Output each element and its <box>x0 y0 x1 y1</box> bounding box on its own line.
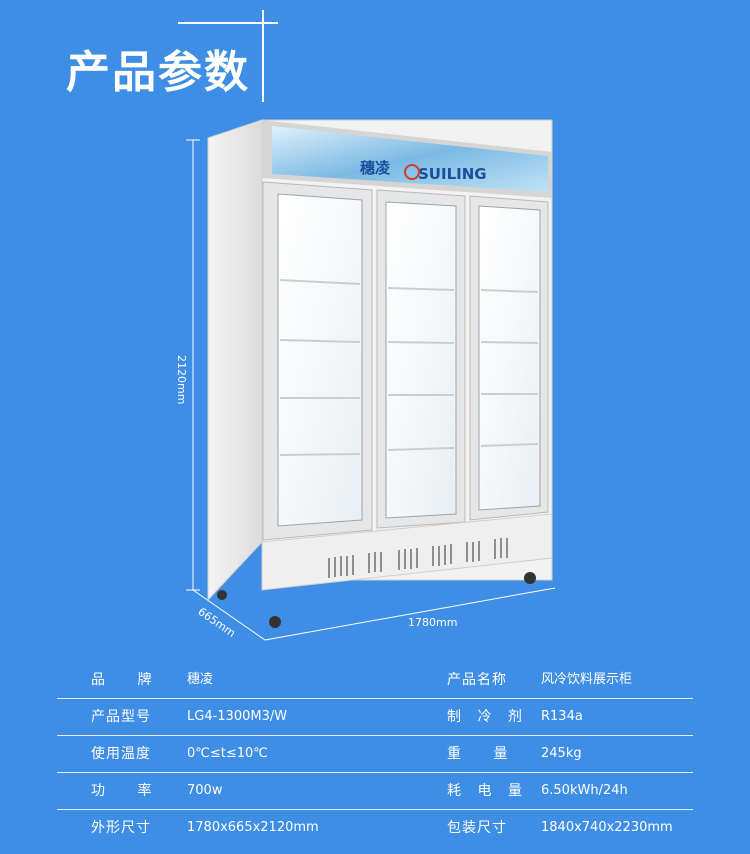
logo-en-text: SUILING <box>418 165 487 183</box>
spec-label: 品 牌 <box>91 672 166 688</box>
title-frame-right <box>262 10 264 102</box>
spec-row: 功 率 700w 耗 电 量 6.50kWh/24h <box>57 773 693 810</box>
spec-value: 0℃≤t≤10℃ <box>187 746 268 761</box>
spec-value: 6.50kWh/24h <box>541 783 628 798</box>
spec-label: 功 率 <box>91 783 166 799</box>
page-title: 产品参数 <box>66 47 250 98</box>
spec-label: 外形尺寸 <box>91 820 151 836</box>
spec-label: 产品名称 <box>447 672 507 688</box>
spec-row: 品 牌 穗凌 产品名称 风冷饮料展示柜 <box>57 662 693 699</box>
spec-label: 使用温度 <box>91 746 151 762</box>
spec-value: 1840x740x2230mm <box>541 820 673 835</box>
spec-row: 外形尺寸 1780x665x2120mm 包装尺寸 1840x740x2230m… <box>57 810 693 846</box>
spec-label: 耗 电 量 <box>447 783 528 799</box>
spec-value: 245kg <box>541 746 582 761</box>
spec-row: 产品型号 LG4-1300M3/W 制 冷 剂 R134a <box>57 699 693 736</box>
product-illustration: 穗凌 SUILING <box>0 110 750 650</box>
spec-value: 700w <box>187 783 223 798</box>
display-cabinet-drawing: 穗凌 SUILING <box>186 119 556 641</box>
width-dimension-label: 1780mm <box>408 616 458 629</box>
spec-value: 穗凌 <box>187 672 214 687</box>
spec-label: 重 量 <box>447 746 522 762</box>
spec-value: R134a <box>541 709 583 724</box>
logo-cn-text: 穗凌 <box>360 159 391 177</box>
title-area: 产品参数 <box>0 0 750 110</box>
spec-value: 风冷饮料展示柜 <box>541 672 633 687</box>
spec-value: LG4-1300M3/W <box>187 709 288 724</box>
spec-row: 使用温度 0℃≤t≤10℃ 重 量 245kg <box>57 736 693 773</box>
spec-label: 制 冷 剂 <box>447 709 528 725</box>
spec-table: 品 牌 穗凌 产品名称 风冷饮料展示柜 产品型号 LG4-1300M3/W 制 … <box>57 662 693 846</box>
spec-value: 1780x665x2120mm <box>187 820 319 835</box>
height-dimension-label: 2120mm <box>175 355 188 405</box>
title-frame-top <box>178 22 278 24</box>
spec-label: 产品型号 <box>91 709 151 725</box>
spec-label: 包装尺寸 <box>447 820 507 836</box>
